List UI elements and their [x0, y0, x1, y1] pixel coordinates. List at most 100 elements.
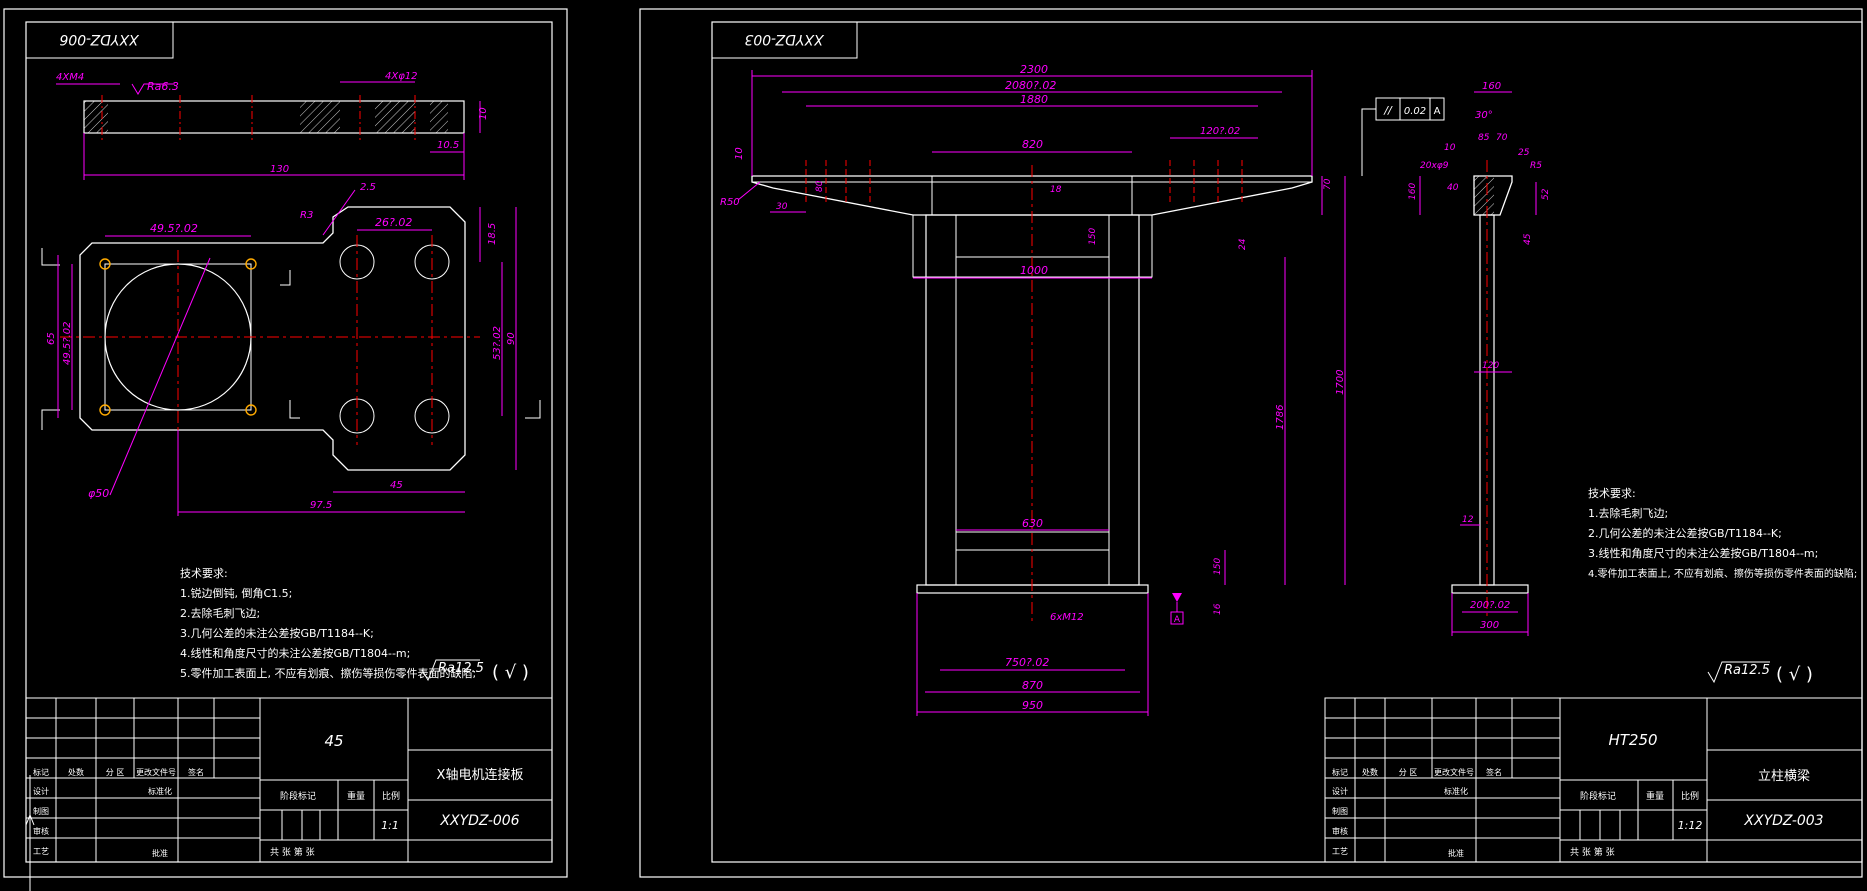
leader-line [109, 257, 211, 496]
weight-label: 重量 [347, 790, 365, 802]
dim-r3: R3 [300, 210, 313, 221]
plan-view: R3 2.5 49.5?.02 26?.02 18.5 65 49.5?.02 … [41, 182, 541, 516]
dim-870: 870 [1022, 679, 1043, 692]
dim-2-5: 2.5 [360, 182, 376, 193]
section-marker [41, 409, 60, 430]
dim-150-b: 150 [1213, 558, 1223, 575]
code-tag-left: XXYDZ-006 [59, 31, 139, 47]
hatch-area [375, 101, 415, 133]
sheet-right-inner-border [711, 21, 1863, 863]
gdt-value: 0.02 [1404, 106, 1426, 117]
tech-req-title: 技术要求: [180, 567, 228, 580]
dim-1000: 1000 [1020, 264, 1048, 277]
material: 45 [324, 732, 343, 750]
dim-30deg: 30° [1475, 110, 1493, 121]
sheet-left-inner-border [25, 21, 553, 863]
datum-triangle [1172, 593, 1182, 602]
side-view: // 0.02 A 160 30° 10 85 70 25 R5 20xφ9 1… [1361, 81, 1551, 636]
dim-630: 630 [1022, 517, 1043, 530]
dim-950: 950 [1022, 699, 1043, 712]
code-tag-box [25, 21, 174, 59]
tech-req-item: 2.去除毛刺飞边; [180, 606, 260, 620]
part-name: 立柱横梁 [1758, 769, 1810, 784]
dim-160-v: 160 [1408, 183, 1418, 200]
sheet-right-outer-border [639, 8, 1863, 878]
dim-49-5-v: 49.5?.02 [62, 322, 73, 365]
scale-label: 比例 [1681, 790, 1699, 802]
weight-label: 重量 [1646, 790, 1664, 802]
roughness-ra125: Ra12.5 [1724, 663, 1770, 678]
dim-45-s: 45 [1523, 233, 1533, 245]
gdt-datum: A [1434, 106, 1441, 117]
dim-200: 200?.02 [1470, 600, 1510, 611]
tb-row: 制图 [1332, 806, 1348, 816]
tb-std: 标准化 [148, 786, 172, 796]
title-block-left [25, 697, 553, 863]
roughness-paren: ( √ ) [1776, 664, 1813, 685]
drawing-number: XXYDZ-003 [1743, 813, 1823, 829]
datum-box [1170, 611, 1184, 625]
tb-row: 工艺 [33, 847, 49, 856]
title-block-right [1324, 697, 1863, 863]
dim-40: 40 [1447, 183, 1459, 193]
dim-120: 120?.02 [1200, 126, 1240, 137]
tb-approve: 批准 [1448, 848, 1464, 858]
dim-10: 10 [478, 107, 489, 120]
dim-12: 12 [1462, 515, 1474, 525]
tb-row: 工艺 [1332, 847, 1348, 856]
dim-130: 130 [270, 164, 289, 175]
title-block-frame [1324, 697, 1863, 863]
tb-row: 设计 [1332, 786, 1348, 796]
roughness-ra63: Ra6.3 [147, 80, 179, 93]
top-view: 4XM4 Ra6.3 4Xφ12 10 10.5 130 [56, 71, 489, 180]
tech-req-item: 1.锐边倒钝, 倒角C1.5; [180, 586, 292, 600]
tb-row: 审核 [33, 826, 49, 836]
dim-1786: 1786 [1275, 405, 1286, 430]
gdt-symbol: // [1383, 104, 1393, 117]
roughness-symbol [421, 659, 480, 682]
side-base [1451, 584, 1529, 594]
roughness-symbol [131, 83, 175, 95]
dim-300: 300 [1480, 620, 1499, 631]
dim-4xm4: 4XM4 [56, 72, 84, 83]
sheets-label: 共 张 第 张 [1570, 846, 1615, 858]
dim-1700: 1700 [1335, 370, 1346, 395]
leader-line [737, 181, 761, 201]
tapped-hole [99, 404, 111, 416]
tb-row: 设计 [33, 786, 49, 796]
ucs-icon [25, 775, 35, 891]
dim-53: 53?.02 [492, 326, 503, 360]
tapped-hole [99, 258, 111, 270]
dim-24: 24 [1238, 238, 1248, 250]
section-marker [280, 270, 291, 286]
dim-160: 160 [1482, 81, 1501, 92]
tapped-hole [245, 404, 257, 416]
dim-r5: R5 [1530, 161, 1542, 171]
tb-header: 分 区 [106, 768, 125, 777]
dim-70: 70 [1323, 178, 1333, 190]
tech-requirements-left: 技术要求: 1.锐边倒钝, 倒角C1.5; 2.去除毛刺飞边; 3.几何公差的未… [180, 567, 529, 683]
sheet-right: XXYDZ-003 2300 [639, 8, 1863, 878]
dim-85: 85 [1478, 133, 1490, 143]
tapped-hole [245, 258, 257, 270]
dim-26: 26?.02 [375, 216, 412, 229]
tb-header: 标记 [1332, 767, 1348, 777]
code-tag-right: XXYDZ-003 [744, 31, 824, 47]
dim-70-s: 70 [1496, 133, 1508, 143]
datum-label: A [1174, 615, 1181, 625]
roughness-symbol [1707, 661, 1770, 684]
dim-120-s: 120 [1482, 361, 1499, 371]
drawing-number: XXYDZ-006 [439, 813, 519, 829]
title-block-left-text: 45 X轴电机连接板 XXYDZ-006 1:1 阶段标记 重量 比例 共 张 … [33, 732, 523, 858]
dim-65: 65 [46, 332, 57, 345]
dim-2080: 2080?.02 [1005, 79, 1056, 92]
dim-2300: 2300 [1020, 63, 1048, 76]
dim-4xphi12: 4Xφ12 [385, 71, 418, 82]
section-marker [289, 400, 300, 419]
dim-10-s: 10 [1444, 143, 1456, 153]
tb-header: 标记 [33, 767, 49, 777]
tech-req-item: 3.线性和角度尺寸的未注公差按GB/T1804--m; [1588, 546, 1818, 560]
tb-header: 更改文件号 [1434, 767, 1474, 777]
dim-150: 150 [1088, 228, 1098, 245]
